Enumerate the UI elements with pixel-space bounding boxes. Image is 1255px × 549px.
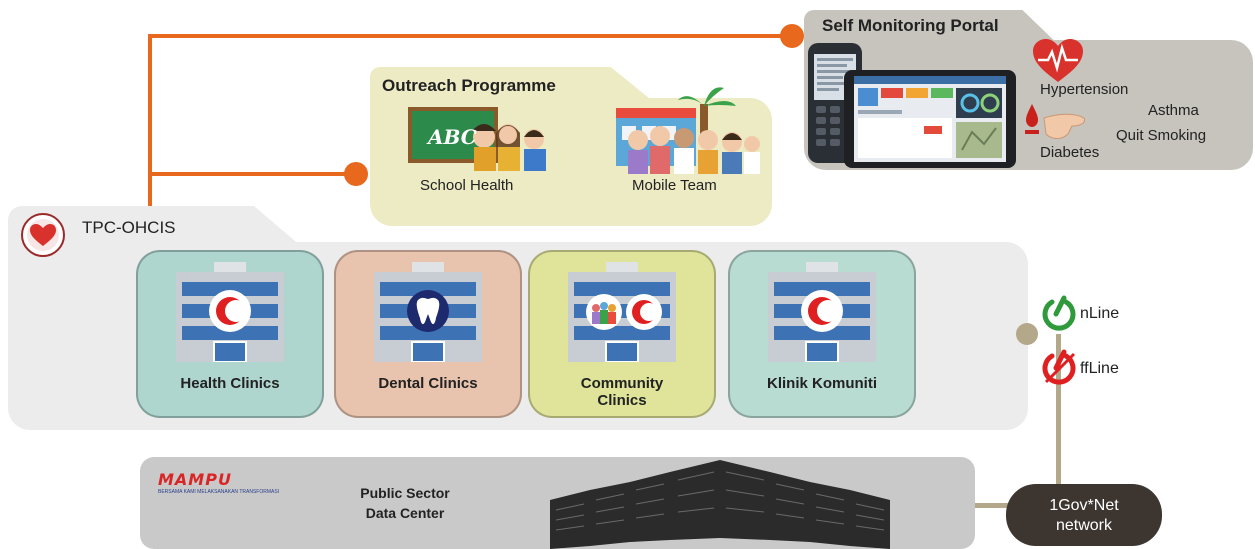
data-center-label-line1: Public Sector xyxy=(360,485,450,501)
network-connector-dot xyxy=(1016,323,1038,345)
dental-clinics-label: Dental Clinics xyxy=(378,375,478,392)
health-clinics-label: Health Clinics xyxy=(180,375,280,392)
diabetes-label: Diabetes xyxy=(1040,144,1100,161)
mampu-logo: MAMPU xyxy=(158,470,232,489)
connector-outreach-horizontal xyxy=(148,172,358,176)
connector-trunk-vertical xyxy=(148,34,152,209)
1govnet-network-node: 1Gov*Net network xyxy=(1006,484,1162,546)
mobile-team-label: Mobile Team xyxy=(632,177,717,194)
connector-portal-horizontal xyxy=(148,34,790,38)
tablet-icon xyxy=(844,70,1016,168)
outreach-title: Outreach Programme xyxy=(382,76,556,95)
klinik-building-icon xyxy=(768,262,876,363)
klinik-komuniti-label: Klinik Komuniti xyxy=(767,375,877,392)
tpc-title: TPC-OHCIS xyxy=(82,218,176,237)
hypertension-label: Hypertension xyxy=(1040,81,1129,98)
online-label: nLine xyxy=(1080,305,1120,322)
server-racks-icon xyxy=(520,460,920,549)
community-building-icon xyxy=(568,262,676,363)
community-clinics-label-line1: Community xyxy=(580,375,664,392)
hospital-building-icon xyxy=(176,262,284,363)
health-clinics-card: Health Clinics xyxy=(136,250,324,418)
heart-pulse-icon xyxy=(1032,38,1084,84)
quit-smoking-label: Quit Smoking xyxy=(1116,127,1207,144)
mampu-logo-subtitle: BERSAMA KAMI MELAKSANAKAN TRANSFORMASI xyxy=(158,489,280,495)
school-chalkboard-icon xyxy=(408,107,556,173)
dental-building-icon xyxy=(374,262,482,363)
blood-glucose-icon xyxy=(1022,100,1088,146)
asthma-label: Asthma xyxy=(1148,102,1199,119)
tpc-logo-icon xyxy=(20,212,66,258)
community-clinics-label-line2: Clinics xyxy=(597,392,647,409)
network-label-line1: 1Gov*Net xyxy=(1049,497,1119,514)
datacenter-connector-horizontal xyxy=(975,503,1015,508)
mobile-team-icon xyxy=(612,82,762,176)
online-power-icon xyxy=(1040,294,1078,332)
offline-label: ffLine xyxy=(1080,360,1119,377)
data-center-label-line2: Data Center xyxy=(365,505,445,521)
community-clinics-card: Community Clinics xyxy=(528,250,716,418)
chalkboard-text: ABC xyxy=(428,125,477,149)
portal-title: Self Monitoring Portal xyxy=(822,16,999,35)
offline-power-icon xyxy=(1040,348,1078,386)
network-connector-vertical xyxy=(1056,334,1061,508)
connector-outreach-dot xyxy=(344,162,368,186)
network-label-line2: network xyxy=(1055,517,1113,534)
dental-clinics-card: Dental Clinics xyxy=(334,250,522,418)
klinik-komuniti-card: Klinik Komuniti xyxy=(728,250,916,418)
school-health-label: School Health xyxy=(420,177,514,194)
connector-portal-dot xyxy=(780,24,804,48)
